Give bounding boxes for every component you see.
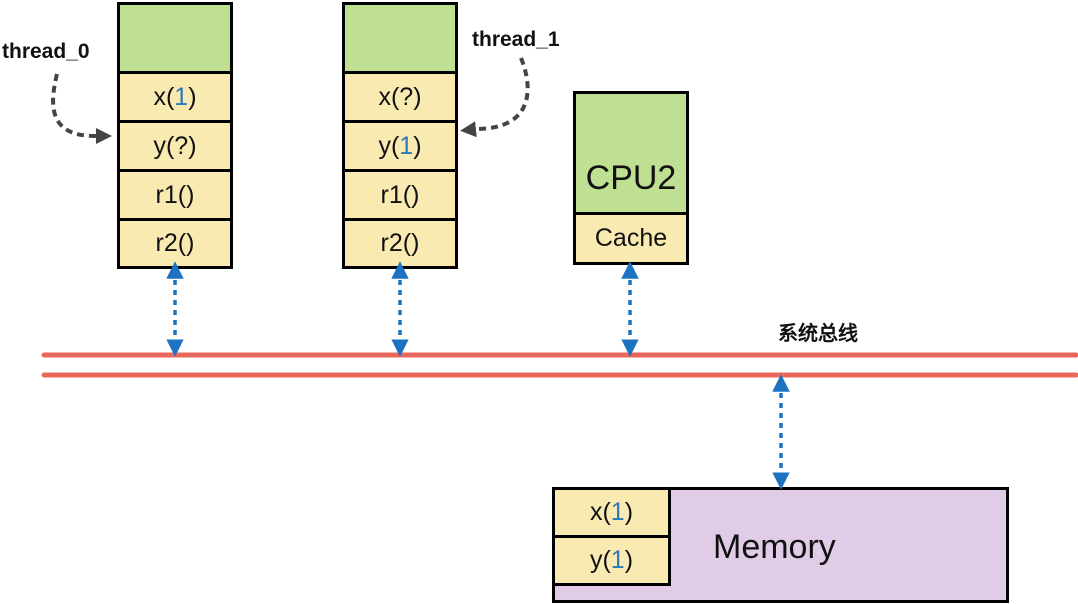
cell-open: ( [390,131,400,160]
cell-var: r1 [380,180,403,209]
cell-open: ( [165,82,175,111]
cell-value: 1 [174,82,189,111]
cpu2-cache: Cache [576,215,686,262]
cell-close: ) [413,131,422,160]
cell-var: x [378,82,391,111]
cell-value: 1 [610,546,625,574]
thread-1-cell-r2: r2() [345,221,455,266]
cell-close: ) [186,180,195,209]
memory-cell-y: y(1) [555,538,668,583]
cell-value: 1 [399,131,414,160]
cell-open: ( [390,82,400,111]
thread-1-cell-y: y(1) [345,123,455,172]
thread-1-core-head [345,5,455,74]
cell-var: x [153,82,166,111]
thread-0-cell-r2: r2() [120,221,230,266]
cell-var: y [589,546,603,574]
cell-close: ) [186,229,195,257]
thread-1-cell-x: x(?) [345,74,455,123]
cell-close: ) [411,229,420,257]
cell-var: y [378,131,391,160]
cell-open: ( [165,131,175,160]
thread-0-cell-y: y(?) [120,123,230,172]
cell-var: r1 [155,180,178,209]
cell-value: ? [174,131,189,160]
thread-1-cell-r1: r1() [345,172,455,221]
cell-close: ) [411,180,420,209]
thread-0-pointer-arrow [51,73,112,144]
cell-open: ( [402,180,412,209]
cell-var: r2 [155,229,178,257]
cell-close: ) [188,131,197,160]
memory-cell-x: x(1) [555,490,668,538]
cell-open: ( [602,546,611,574]
cell-open: ( [177,229,187,257]
thread-1-core: x(?) y(1) r1() r2() [342,2,458,269]
cpu2-label: CPU2 [576,94,686,215]
cell-open: ( [402,229,412,257]
thread-0-cell-r1: r1() [120,172,230,221]
cpu2-block: CPU2 Cache [573,91,689,265]
thread-1-pointer-arrow [460,57,530,138]
memory-cells: x(1) y(1) [555,490,671,586]
cell-close: ) [624,546,634,574]
cell-value: ? [399,82,414,111]
cell-close: ) [188,82,197,111]
cell-var: r2 [380,229,403,257]
memory-label: Memory [713,528,836,566]
thread-0-cell-x: x(1) [120,74,230,123]
cell-close: ) [413,82,422,111]
cell-open: ( [177,180,187,209]
cell-value: 1 [610,498,625,526]
system-bus-label: 系统总线 [778,321,858,345]
thread-0-label: thread_0 [2,40,90,63]
cell-close: ) [624,498,634,526]
cell-var: y [153,131,166,160]
cell-open: ( [602,498,611,526]
thread-0-core-head [120,5,230,74]
thread-1-label: thread_1 [472,28,560,51]
cell-var: x [589,498,603,526]
memory-block: x(1) y(1) Memory [552,487,1009,603]
thread-0-core: x(1) y(?) r1() r2() [117,2,233,269]
